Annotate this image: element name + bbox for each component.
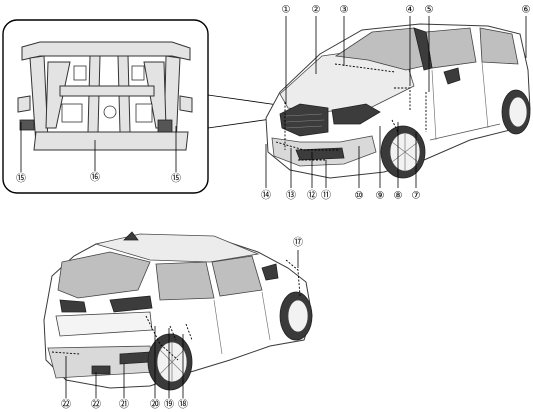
callout-5: ⑤ [425,5,434,16]
callout-2: ② [312,5,321,16]
callout-3: ③ [340,5,349,16]
callout-labels: ① ② ③ ④ ⑤ ⑥ ⑦ ⑧ ⑨ ⑩ ⑪ ⑫ ⑬ ⑭ ⑮ ⑮ ⑯ ⑰ ⑱ ⑲ … [16,5,531,411]
callout-1: ① [282,5,291,16]
callout-7: ⑦ [412,191,421,202]
callout-19: ⑲ [164,399,174,411]
rear-vehicle-illustration [43,231,313,391]
callout-9: ⑨ [376,191,385,202]
callout-22-left: ㉒ [61,399,71,411]
callout-10: ⑩ [355,191,364,202]
callout-17: ⑰ [293,237,303,249]
callout-6: ⑥ [522,5,531,16]
callout-21: ㉑ [119,399,129,411]
front-vehicle-illustration [265,23,531,179]
callout-8: ⑧ [394,191,403,202]
callout-14: ⑭ [261,190,271,202]
callout-15-right: ⑮ [171,173,181,185]
callout-20: ⑳ [150,399,160,411]
callout-16: ⑯ [90,172,100,184]
callout-18: ⑱ [178,399,188,411]
callout-22-right: ㉒ [91,399,101,411]
callout-13: ⑬ [286,190,296,202]
callout-4: ④ [406,5,415,16]
callout-12: ⑫ [307,190,317,202]
callout-11: ⑪ [321,190,331,202]
callout-15-left: ⑮ [16,173,26,185]
